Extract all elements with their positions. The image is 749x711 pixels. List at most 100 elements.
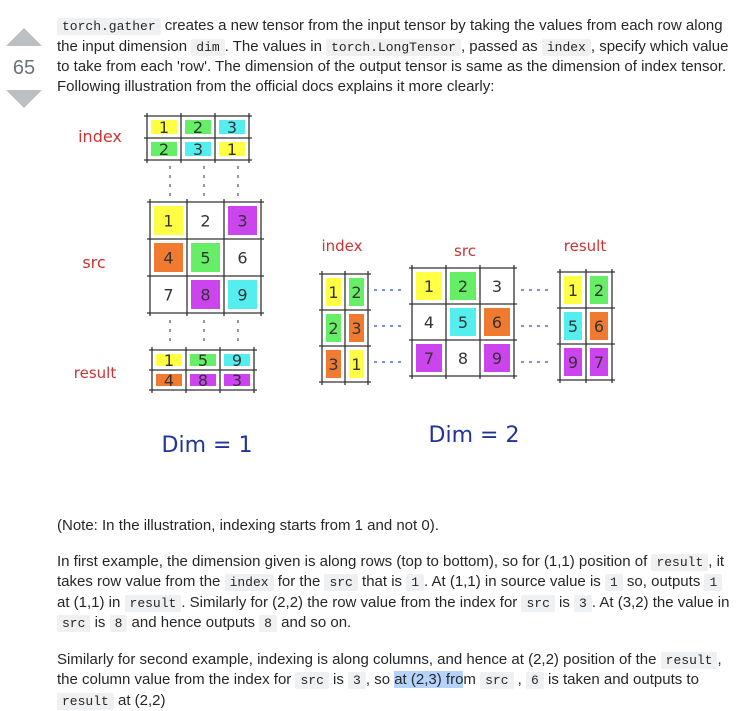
right-src-grid-cell-value: 2 <box>458 277 468 296</box>
text: and so on. <box>277 614 351 631</box>
right-result-grid-cell-value: 1 <box>568 281 578 300</box>
inline-code: result <box>651 554 708 571</box>
left-index-grid-cell-value: 2 <box>193 118 203 137</box>
right-index-grid-cell-value: 1 <box>328 283 338 302</box>
right-src-grid-cell-value: 3 <box>492 277 502 296</box>
text: In first example, the dimension given is… <box>57 553 651 570</box>
left-result-grid-cell-value: 8 <box>198 371 208 390</box>
left-dim-label: Dim = 1 <box>162 433 253 458</box>
inline-code: result <box>125 595 182 612</box>
text: is <box>329 671 348 688</box>
text: and hence outputs <box>127 614 259 631</box>
text: , so <box>366 671 394 688</box>
right-src-label: src <box>454 242 476 260</box>
right-result-grid-cell-value: 2 <box>594 281 604 300</box>
right-result-grid-cell-value: 9 <box>568 353 578 372</box>
text: so, outputs <box>623 573 705 590</box>
right-result-label: result <box>564 237 607 255</box>
note-paragraph: (Note: In the illustration, indexing sta… <box>57 516 737 536</box>
downvote-arrow-icon[interactable] <box>6 90 42 108</box>
inline-code: 1 <box>406 574 424 591</box>
right-src-grid-cell-value: 9 <box>492 349 502 368</box>
right-index-grid-cell-value: 3 <box>351 319 361 338</box>
first-example-paragraph: In first example, the dimension given is… <box>57 552 737 634</box>
inline-code: src <box>521 595 554 612</box>
text: for the <box>274 573 325 590</box>
left-src-grid-cell-value: 8 <box>200 286 210 305</box>
answer-body: torch.gather creates a new tensor from t… <box>57 16 737 96</box>
right-result-grid-cell-value: 7 <box>594 353 604 372</box>
text-selection-highlight[interactable]: at (2,3) fro <box>394 671 463 688</box>
text: . The values in <box>225 38 326 55</box>
text: Similarly for second example, indexing i… <box>57 651 661 668</box>
right-src-grid-cell-value: 1 <box>424 277 434 296</box>
inline-code: src <box>324 574 357 591</box>
inline-code: src <box>57 615 90 632</box>
inline-code: src <box>295 672 328 689</box>
left-result-grid-cell-value: 4 <box>164 371 174 390</box>
inline-code: 1 <box>605 574 623 591</box>
left-result-label: result <box>74 364 117 382</box>
inline-code: 3 <box>574 595 592 612</box>
text: at (2,2) <box>114 692 166 709</box>
right-src-grid-cell-value: 4 <box>424 313 434 332</box>
inline-code: 1 <box>704 574 722 591</box>
intro-paragraph: torch.gather creates a new tensor from t… <box>57 16 737 96</box>
inline-code: torch.LongTensor <box>326 39 461 56</box>
left-src-label: src <box>82 253 105 272</box>
text: . At (3,2) the value in <box>592 594 730 611</box>
text: m <box>463 671 480 688</box>
text: , <box>514 671 527 688</box>
right-result-grid-cell-value: 5 <box>568 317 578 336</box>
vote-panel: 65 <box>0 28 48 108</box>
right-src-grid-cell-value: 8 <box>458 349 468 368</box>
inline-code: result <box>661 652 718 669</box>
text: is <box>555 594 574 611</box>
text: that is <box>358 573 406 590</box>
text: at (1,1) in <box>57 594 125 611</box>
left-src-grid-cell-value: 7 <box>163 286 173 305</box>
left-src-grid-cell-value: 3 <box>237 212 247 231</box>
inline-code: index <box>542 39 591 56</box>
inline-code: 3 <box>348 672 366 689</box>
left-src-grid-cell-value: 5 <box>200 249 210 268</box>
left-src-grid-cell-value: 6 <box>237 249 247 268</box>
left-index-grid-cell-value: 2 <box>159 140 169 159</box>
right-result-grid-cell-value: 6 <box>594 317 604 336</box>
text: is taken and outputs to <box>544 671 699 688</box>
right-src-grid-cell-value: 6 <box>492 313 502 332</box>
right-index-grid-cell-value: 1 <box>351 355 361 374</box>
text: , passed as <box>461 38 542 55</box>
inline-code: 8 <box>110 615 128 632</box>
right-src-grid-cell-value: 5 <box>458 313 468 332</box>
left-index-grid-cell-value: 1 <box>227 140 237 159</box>
right-dim-label: Dim = 2 <box>429 423 520 448</box>
left-index-grid-cell-value: 1 <box>159 118 169 137</box>
inline-code: src <box>480 672 513 689</box>
left-src-grid-cell-value: 9 <box>237 286 247 305</box>
upvote-arrow-icon[interactable] <box>6 28 42 46</box>
left-index-grid-cell-value: 3 <box>193 140 203 159</box>
left-result-grid-cell-value: 9 <box>232 351 242 370</box>
left-result-grid-cell-value: 1 <box>164 351 174 370</box>
left-index-grid-cell-value: 3 <box>227 118 237 137</box>
inline-code: 8 <box>259 615 277 632</box>
left-index-label: index <box>78 127 122 146</box>
left-src-grid-cell-value: 4 <box>163 249 173 268</box>
inline-code: 6 <box>526 672 544 689</box>
right-index-grid-cell-value: 2 <box>351 283 361 302</box>
right-src-grid-cell-value: 7 <box>424 349 434 368</box>
second-example-paragraph: Similarly for second example, indexing i… <box>57 650 737 711</box>
inline-code: dim <box>191 39 224 56</box>
text: . At (1,1) in source value is <box>424 573 605 590</box>
inline-code: index <box>225 574 274 591</box>
right-index-grid-cell-value: 2 <box>328 319 338 338</box>
right-index-label: index <box>321 237 362 255</box>
left-result-grid-cell-value: 5 <box>198 351 208 370</box>
inline-code: torch.gather <box>57 18 161 35</box>
left-src-grid-cell-value: 2 <box>200 212 210 231</box>
vote-score: 65 <box>0 58 48 78</box>
text: . Similarly for (2,2) the row value from… <box>181 594 521 611</box>
right-index-grid-cell-value: 3 <box>328 355 338 374</box>
